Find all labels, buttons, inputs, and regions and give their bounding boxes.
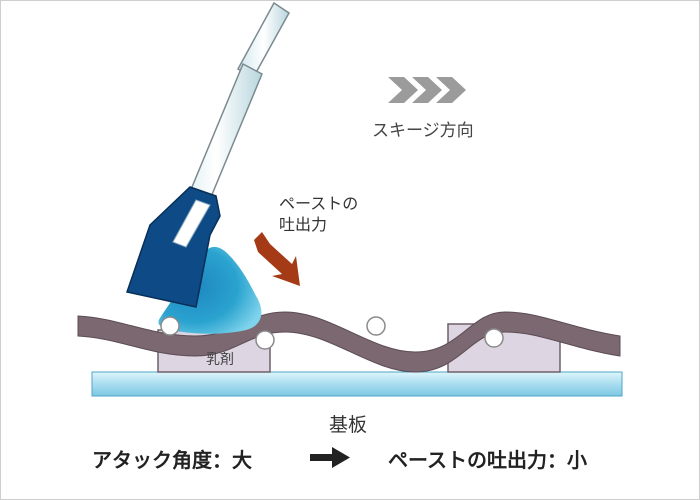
squeegee-direction-label: スキージ方向	[372, 121, 474, 141]
summary-arrow-icon	[310, 447, 350, 468]
mesh-beads	[160, 316, 504, 350]
mesh-bead	[484, 328, 504, 348]
emulsion-label: 乳剤	[206, 352, 234, 368]
paste-pressure-label: ペーストの 吐出力	[279, 193, 358, 235]
solder-paste	[158, 246, 262, 334]
squeegee	[126, 1, 290, 308]
attack-angle-summary: アタック角度：大	[92, 448, 252, 472]
mesh-bead	[255, 330, 275, 350]
paste-pressure-line2: 吐出力	[279, 215, 328, 234]
squeegee-blade-slot	[172, 199, 211, 248]
paste-pressure-line1: ペーストの	[279, 194, 359, 213]
paste-pressure-summary: ペーストの吐出力：小	[388, 448, 587, 472]
substrate-label: 基板	[329, 414, 368, 436]
mesh-bead	[160, 316, 180, 336]
direction-chevrons-icon	[388, 77, 466, 103]
substrate-board	[91, 371, 623, 397]
pressure-arrow-icon	[254, 232, 300, 286]
mesh-bead	[366, 316, 386, 336]
screen-mesh	[77, 311, 621, 373]
